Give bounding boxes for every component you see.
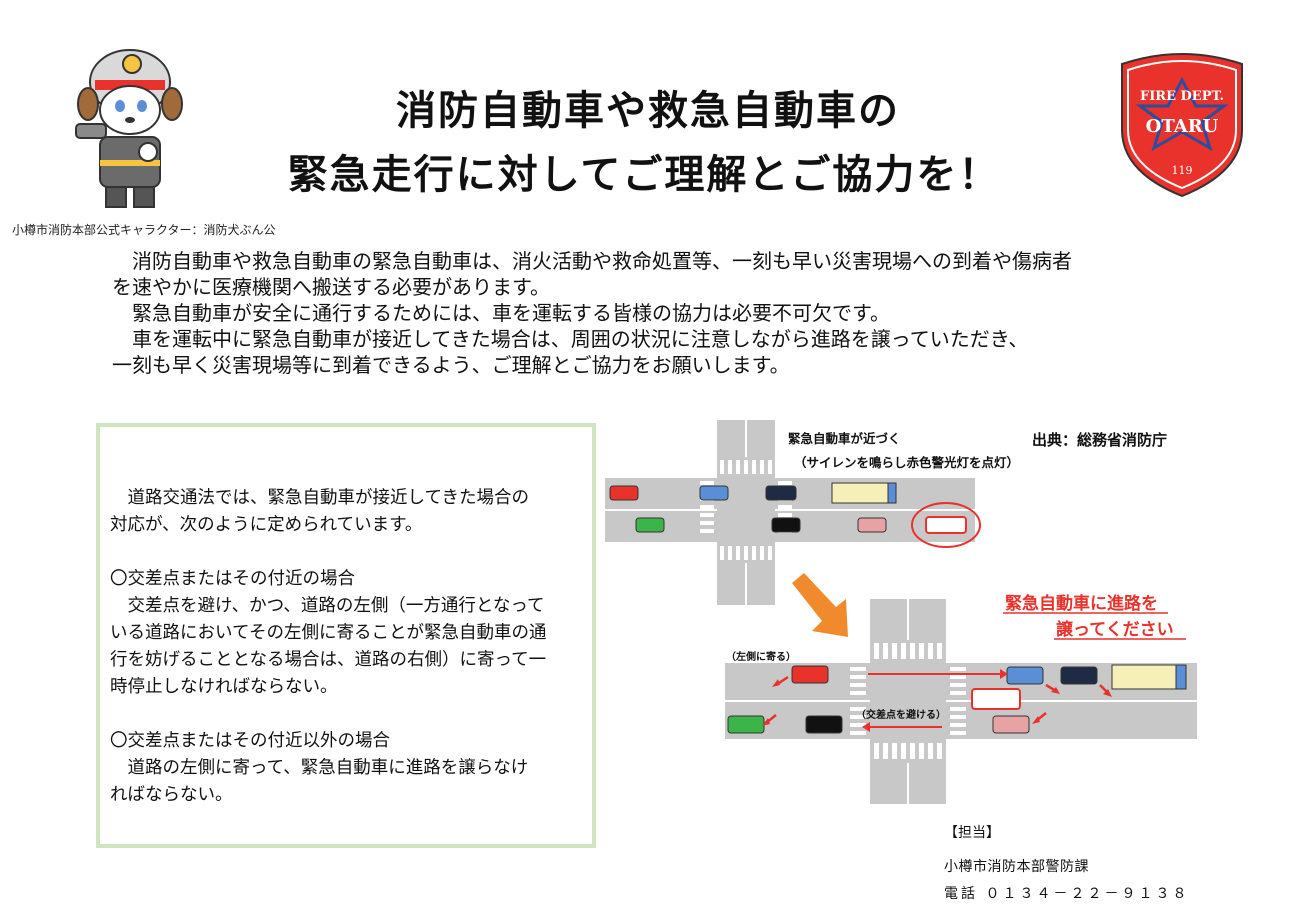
yield-diagram: 緊急自動車が近づく （サイレンを鳴らし赤色警光灯を点灯） 出典：総務省消防庁 緊…	[605, 420, 1197, 804]
contact-info: 【担当】 小樽市消防本部警防課 電話 ０１３４－２２－９１３８	[944, 822, 1189, 903]
intro-line: 緊急自動車が安全に通行するためには、車を運転する皆様の協力は必要不可欠です。	[112, 301, 890, 325]
intro-line: を速やかに医療機関へ搬送する必要があります。	[112, 275, 550, 299]
intro-line: 消防自動車や救急自動車の緊急自動車は、消火活動や救命処置等、一刻も早い災害現場へ…	[112, 249, 1072, 273]
contact-phone: 電話 ０１３４－２２－９１３８	[944, 886, 1190, 902]
approach-sub: （サイレンを鳴らし赤色警光灯を点灯）	[794, 455, 1019, 470]
top-intersection	[605, 420, 981, 605]
page-title-line1: 消防自動車や救急自動車の	[396, 88, 900, 134]
bottom-intersection	[725, 599, 1197, 804]
traffic-law-box: 道路交通法では、緊急自動車が接近してきた場合の 対応が、次のように定められていま…	[96, 423, 596, 848]
law-line: ればならない。	[110, 785, 233, 805]
mascot-illustration	[75, 49, 183, 208]
law-line: 道路交通法では、緊急自動車が接近してきた場合の	[110, 488, 529, 508]
law-line: 行を妨げることとなる場合は、道路の右側）に寄って一	[110, 650, 547, 670]
down-arrow-icon	[792, 573, 848, 637]
yield-message-line2: 譲ってください	[1056, 619, 1174, 640]
law-line: いる道路においてその左側に寄ることが緊急自動車の通	[110, 623, 547, 643]
keep-left-label: （左側に寄る）	[726, 650, 796, 663]
approach-label: 緊急自動車が近づく	[788, 431, 901, 446]
fire-dept-emblem: FIRE DEPT. OTARU 119	[1121, 53, 1243, 198]
emblem-text-top: FIRE DEPT.	[1140, 89, 1224, 104]
intro-line: 車を運転中に緊急自動車が接近してきた場合は、周囲の状況に注意しながら進路を譲って…	[112, 327, 1029, 351]
intro-line: 一刻も早く災害現場等に到着できるよう、ご理解とご協力をお願いします。	[112, 353, 790, 377]
law-line: 時停止しなければならない。	[110, 677, 338, 697]
emblem-text-main: OTARU	[1146, 116, 1219, 137]
contact-heading: 【担当】	[944, 825, 1000, 841]
avoid-intersection-label: （交差点を避ける）	[856, 708, 946, 721]
page-title-line2: 緊急走行に対してご理解とご協力を！	[287, 152, 1001, 198]
law-heading-other: 〇交差点またはその付近以外の場合	[110, 731, 390, 751]
mascot-caption: 小樽市消防本部公式キャラクター：消防犬ぶん公	[12, 223, 276, 237]
intro-paragraph: 消防自動車や救急自動車の緊急自動車は、消火活動や救命処置等、一刻も早い災害現場へ…	[112, 248, 1202, 378]
yield-message-line1: 緊急自動車に進路を	[1005, 593, 1158, 614]
law-line: 道路の左側に寄って、緊急自動車に進路を譲らなけ	[110, 758, 529, 778]
contact-department: 小樽市消防本部警防課	[944, 859, 1089, 875]
law-line: 対応が、次のように定められています。	[110, 515, 423, 535]
emblem-number: 119	[1172, 164, 1193, 177]
source-label: 出典：総務省消防庁	[1032, 431, 1167, 449]
law-heading-intersection: 〇交差点またはその付近の場合	[110, 569, 355, 589]
law-line: 交差点を避け、かつ、道路の左側（一方通行となって	[110, 596, 545, 616]
